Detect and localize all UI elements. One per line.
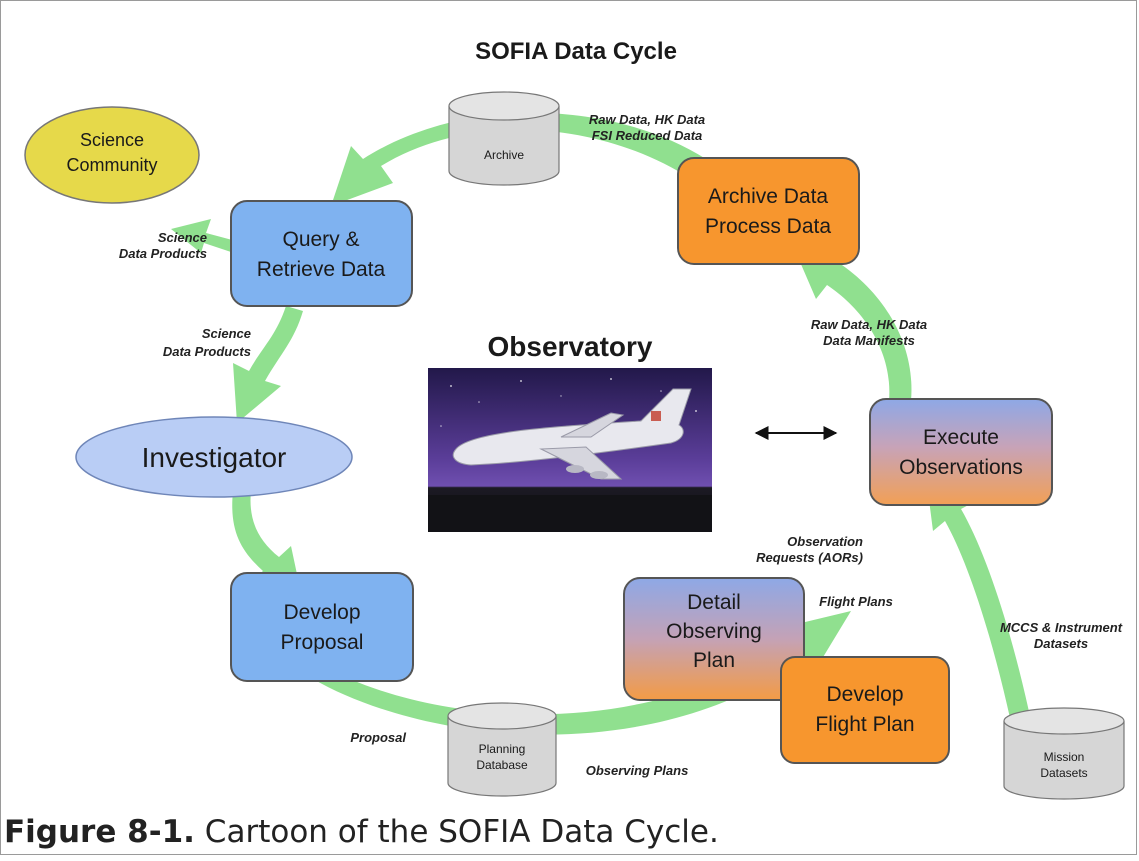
note-mccs-2: Datasets [1034, 636, 1088, 651]
arrow-investigator-to-proposal [232, 491, 301, 593]
execute-label-2: Observations [899, 456, 1023, 479]
note-obs-requests-2: Requests (AORs) [756, 550, 863, 565]
execute-observations-node: Execute Observations [869, 398, 1053, 506]
note-proposal: Proposal [350, 730, 406, 745]
note-science-left-1: Science [158, 230, 207, 245]
query-label-2: Retrieve Data [257, 258, 386, 281]
observatory-label: Observatory [488, 331, 653, 362]
planning-database: Planning Database [447, 702, 557, 797]
detail-plan-label-1: Detail [687, 591, 741, 614]
figure-caption: Figure 8-1. Cartoon of the SOFIA Data Cy… [4, 806, 1134, 858]
develop-proposal-label-2: Proposal [281, 631, 364, 654]
flight-plan-label-2: Flight Plan [815, 713, 914, 736]
science-community-label-2: Community [66, 155, 157, 175]
investigator-node: Investigator [75, 416, 353, 498]
develop-proposal-label-1: Develop [283, 601, 360, 624]
arrow-query-to-investigator [233, 306, 303, 423]
arrow-archive-to-query [331, 112, 706, 206]
note-science-down-1: Science [202, 326, 251, 341]
science-community-node: Science Community [24, 106, 200, 204]
archive-process-label-2: Process Data [705, 215, 831, 238]
archive-db-label: Archive [484, 148, 524, 162]
cycle-arrows [171, 112, 1041, 771]
note-observing-plans: Observing Plans [586, 763, 689, 778]
arrow-mission-to-execute [926, 476, 1041, 771]
detail-plan-label-2: Observing [666, 620, 762, 643]
note-science-left-2: Data Products [119, 246, 207, 261]
archive-database: Archive [448, 91, 560, 186]
science-community-label-1: Science [80, 130, 144, 150]
execute-label-1: Execute [923, 426, 999, 449]
note-flight-plans: Flight Plans [819, 594, 893, 609]
develop-flight-plan-node: Develop Flight Plan [780, 656, 950, 764]
mission-database: Mission Datasets [1003, 707, 1125, 800]
arrow-proposal-to-execute [313, 611, 851, 735]
note-obs-requests-1: Observation [787, 534, 863, 549]
flight-plan-label-1: Develop [826, 683, 903, 706]
caption-number: Figure 8-1. [4, 814, 195, 850]
investigator-label: Investigator [142, 442, 287, 473]
diagram-title: SOFIA Data Cycle [475, 38, 677, 65]
archive-process-node: Archive Data Process Data [677, 157, 860, 265]
note-raw-top-2: FSI Reduced Data [592, 128, 703, 143]
arrow-execute-to-archive [791, 241, 912, 401]
planning-db-label-2: Database [476, 758, 528, 772]
note-mccs-1: MCCS & Instrument [1000, 620, 1123, 635]
caption-text: Cartoon of the SOFIA Data Cycle. [194, 814, 719, 850]
arrow-query-to-community [171, 219, 236, 253]
note-raw-right-2: Data Manifests [823, 333, 915, 348]
note-science-down-2: Data Products [163, 344, 251, 359]
develop-proposal-node: Develop Proposal [230, 572, 414, 682]
mission-db-label-1: Mission [1044, 750, 1085, 764]
airplane-icon [452, 388, 692, 480]
query-label-1: Query & [282, 228, 359, 251]
query-retrieve-node: Query & Retrieve Data [230, 200, 413, 307]
note-raw-right-1: Raw Data, HK Data [811, 317, 927, 332]
observatory-photo [428, 368, 712, 532]
detail-observing-plan-node: Detail Observing Plan [623, 577, 805, 701]
mission-db-label-2: Datasets [1040, 766, 1087, 780]
note-raw-top-1: Raw Data, HK Data [589, 112, 705, 127]
detail-plan-label-3: Plan [693, 649, 735, 672]
sofia-data-cycle-diagram: SOFIA Data Cycle Archive Planning Databa… [24, 38, 1125, 800]
archive-process-label-1: Archive Data [708, 185, 829, 208]
planning-db-label-1: Planning [479, 742, 526, 756]
